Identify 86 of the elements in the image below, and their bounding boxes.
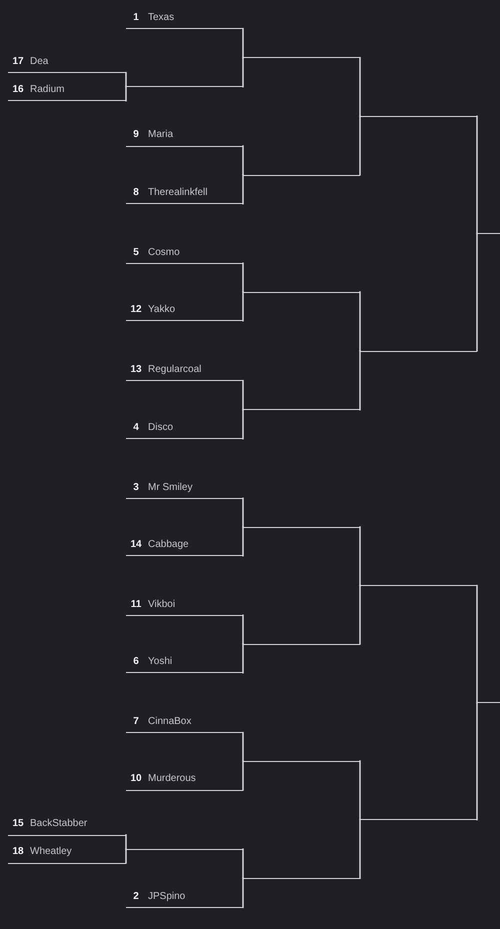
bracket-line [359, 818, 361, 879]
bracket-slot [126, 598, 243, 616]
bracket-line [242, 174, 244, 204]
bracket-line [125, 86, 127, 102]
player-name: Yakko [148, 304, 176, 316]
bracket-line [242, 526, 244, 556]
seed-number: 4 [132, 422, 140, 434]
seed-number: 7 [132, 716, 140, 728]
bracket-slot [8, 56, 126, 74]
seed-number: 10 [129, 773, 143, 786]
bracket-slot [126, 186, 243, 204]
player-name: Radium [30, 84, 64, 96]
player-name: CinnaBox [148, 716, 192, 728]
bracket-line [242, 877, 244, 908]
bracket-line [359, 116, 361, 176]
bracket-line [476, 232, 478, 352]
bracket-line [242, 145, 244, 176]
bracket-line [242, 643, 244, 674]
bracket-slot [126, 12, 243, 30]
bracket-slot [8, 84, 126, 102]
bracket-line [476, 584, 478, 704]
seed-number: 18 [11, 846, 25, 858]
player-name: JPSpino [148, 890, 186, 903]
player-name: Maria [148, 129, 174, 142]
bracket-line [359, 350, 361, 410]
seed-number: 1 [132, 12, 140, 24]
bracket-slot [126, 304, 243, 322]
bracket-line [359, 760, 361, 820]
seed-number: 8 [132, 186, 140, 199]
seed-number: 9 [132, 129, 140, 142]
bracket-slot [126, 716, 243, 734]
bracket-slot [126, 129, 243, 147]
bracket-slot [126, 246, 243, 264]
player-name: Cosmo [148, 246, 180, 259]
bracket-line [125, 834, 127, 850]
bracket-slot [126, 890, 243, 908]
bracket-line [242, 408, 244, 440]
bracket-line [242, 732, 244, 762]
player-name: Murderous [148, 773, 196, 786]
seed-number: 14 [129, 538, 143, 551]
bracket-line [125, 72, 127, 88]
player-name: Texas [148, 12, 174, 24]
bracket-slot [126, 364, 243, 382]
bracket-line [242, 848, 244, 879]
bracket-line [476, 116, 478, 234]
seed-number: 5 [132, 246, 140, 259]
player-name: Regularcoal [148, 364, 202, 376]
bracket-slot [126, 422, 243, 440]
bracket-line [242, 614, 244, 645]
bracket-slot [126, 538, 243, 556]
bracket-line [359, 291, 361, 352]
seed-number: 16 [11, 84, 25, 96]
bracket-slot [126, 482, 243, 500]
bracket-slot [126, 773, 243, 791]
seed-number: 6 [132, 656, 140, 668]
bracket-slot [126, 656, 243, 674]
player-name: Cabbage [148, 538, 189, 551]
bracket-line [125, 848, 127, 864]
player-name: Dea [30, 56, 48, 68]
bracket-line [359, 56, 361, 118]
bracket-line [242, 498, 244, 528]
bracket-line [242, 56, 244, 88]
bracket-line [359, 526, 361, 586]
bracket-slot [8, 846, 126, 864]
seed-number: 3 [132, 482, 140, 494]
seed-number: 17 [11, 56, 25, 68]
bracket-line [242, 760, 244, 791]
bracket-line [359, 584, 361, 645]
bracket-line [242, 28, 244, 58]
player-name: Vikboi [148, 598, 176, 611]
player-name: Wheatley [30, 846, 72, 858]
seed-number: 11 [130, 598, 142, 611]
seed-number: 13 [129, 364, 143, 376]
seed-number: 12 [129, 304, 143, 316]
bracket-line [242, 291, 244, 322]
player-name: Therealinkfell [148, 186, 208, 199]
player-name: BackStabber [30, 818, 88, 830]
player-name: Yoshi [148, 656, 172, 668]
bracket-line [242, 380, 244, 410]
bracket-slot [8, 818, 126, 836]
seed-number: 2 [132, 890, 140, 903]
player-name: Disco [148, 422, 174, 434]
bracket-line [242, 262, 244, 293]
seed-number: 15 [11, 818, 25, 830]
player-name: Mr Smiley [148, 482, 192, 494]
bracket-line [476, 702, 478, 820]
